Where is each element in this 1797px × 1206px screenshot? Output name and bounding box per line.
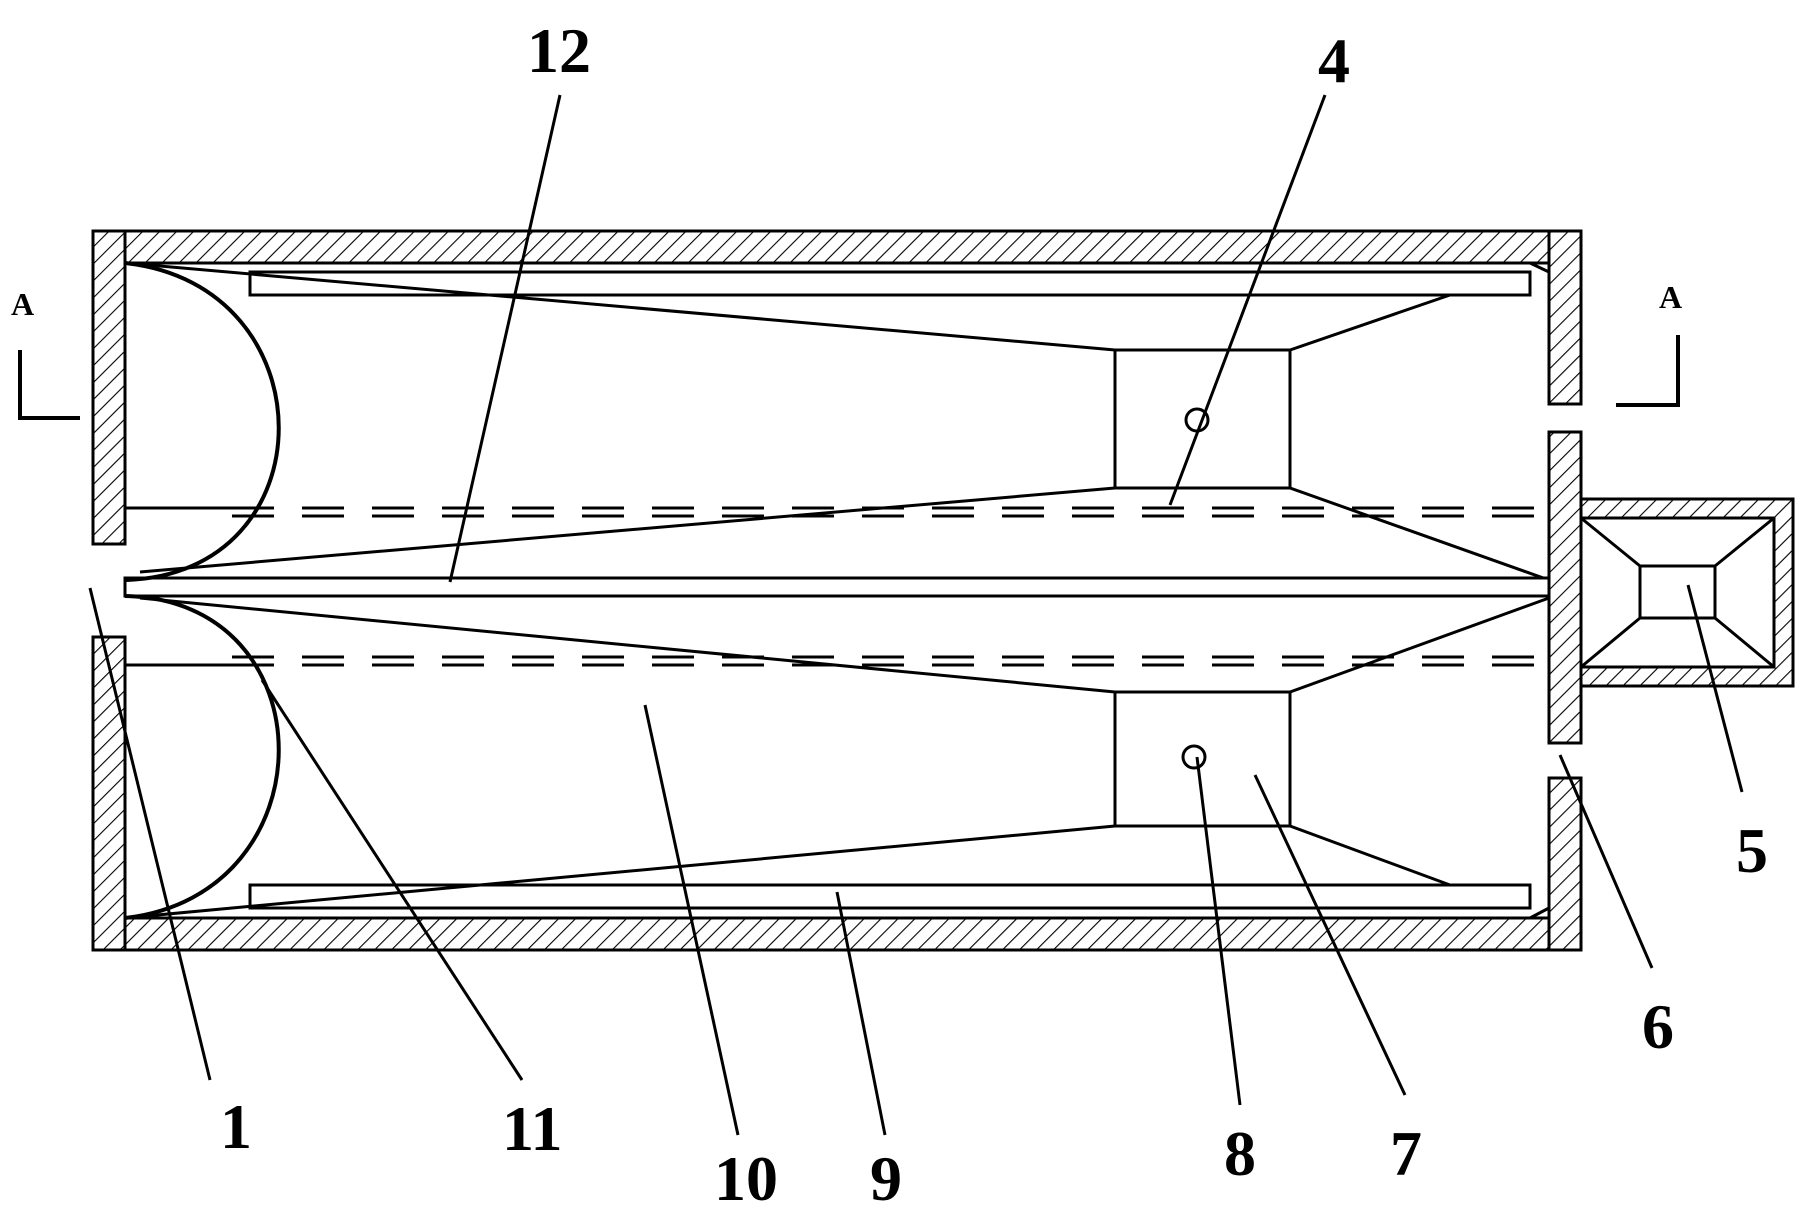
leader-7 (1253, 774, 1407, 1096)
leader-11 (260, 679, 524, 1081)
port-window (1638, 564, 1717, 620)
label-8: 8 (1224, 1118, 1256, 1189)
reference-numerals: 12 4 5 6 1 11 10 9 8 7 (220, 15, 1768, 1206)
output-port-housing (1579, 497, 1795, 688)
section-label-right: A (1659, 279, 1682, 315)
label-5: 5 (1736, 815, 1768, 886)
leader-12 (448, 94, 562, 583)
label-4: 4 (1318, 25, 1350, 96)
lower-reflector-curve (124, 594, 281, 920)
label-12: 12 (527, 15, 591, 86)
leader-9 (835, 891, 887, 1136)
leader-6 (1558, 754, 1654, 969)
upper-right-diagonal (1529, 261, 1550, 274)
label-9: 9 (870, 1143, 902, 1206)
housing-left-wall-upper (91, 229, 127, 546)
section-label-left: A (11, 286, 34, 322)
upper-inner-taper (139, 486, 1550, 582)
section-mark-right (1616, 335, 1680, 407)
curved-reflectors (124, 261, 281, 920)
end-plate (1547, 430, 1583, 745)
upper-center-block (1113, 348, 1292, 490)
outer-housing (91, 229, 1583, 952)
holes (1181, 407, 1210, 770)
lower-plate (248, 883, 1532, 910)
housing-left-wall-lower (91, 635, 127, 952)
dashed-lines (232, 506, 1549, 667)
lower-center-block (1113, 690, 1292, 828)
leader-8 (1195, 756, 1242, 1106)
port-perspective-lines (1580, 516, 1775, 669)
inner-plates (248, 270, 1532, 910)
label-7: 7 (1390, 1118, 1422, 1189)
center-blocks (1113, 348, 1292, 828)
housing-bottom-wall (91, 916, 1583, 952)
housing-right-wall-lower (1547, 776, 1583, 952)
section-mark-left (18, 350, 80, 420)
leader-5 (1686, 584, 1744, 793)
upper-plate (248, 270, 1532, 297)
lower-inner-taper (139, 596, 1550, 694)
center-rod (123, 576, 1551, 598)
leader-4 (1168, 94, 1327, 506)
label-10: 10 (714, 1143, 778, 1206)
leader-1 (88, 587, 212, 1081)
lower-hole (1181, 744, 1207, 770)
housing-right-wall-upper (1547, 229, 1583, 406)
label-1: 1 (220, 1091, 252, 1162)
lower-right-diagonal (1529, 906, 1550, 920)
upper-reflector-curve (124, 261, 281, 582)
label-11: 11 (502, 1093, 562, 1164)
housing-top-wall (91, 229, 1583, 265)
section-marks (18, 335, 1680, 420)
leader-10 (643, 704, 740, 1136)
label-6: 6 (1642, 991, 1674, 1062)
leader-lines (88, 94, 1744, 1136)
